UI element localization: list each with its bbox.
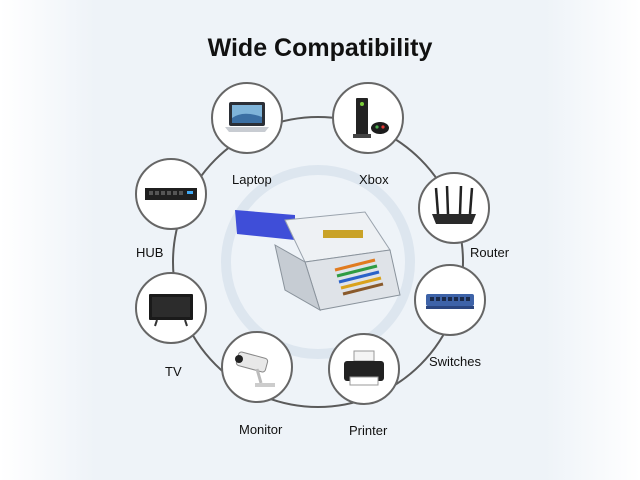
device-laptop	[211, 82, 283, 154]
device-tv	[135, 272, 207, 344]
device-label-switches: Switches	[429, 354, 482, 369]
device-router	[418, 172, 490, 244]
device-switches	[414, 264, 486, 336]
router-icon	[432, 185, 476, 224]
device-label-monitor: Monitor	[239, 422, 283, 437]
network-switch-icon	[426, 294, 474, 309]
laptop-icon	[225, 102, 269, 132]
device-label-tv: TV	[165, 364, 182, 379]
rj45-connector-image	[235, 210, 401, 312]
device-label-laptop: Laptop	[232, 172, 272, 187]
page-title: Wide Compatibility	[207, 34, 433, 62]
xbox-console-icon	[353, 98, 389, 138]
printer-icon	[344, 350, 384, 386]
device-monitor	[221, 331, 293, 403]
device-label-router: Router	[470, 245, 510, 260]
device-label-xbox: Xbox	[359, 172, 389, 187]
network-hub-icon	[145, 188, 197, 200]
device-xbox	[332, 82, 404, 154]
tv-icon	[149, 294, 193, 327]
device-printer	[328, 333, 400, 405]
security-camera-icon	[235, 351, 275, 387]
device-label-hub: HUB	[136, 245, 164, 260]
device-hub	[135, 158, 207, 230]
device-label-printer: Printer	[349, 423, 388, 438]
